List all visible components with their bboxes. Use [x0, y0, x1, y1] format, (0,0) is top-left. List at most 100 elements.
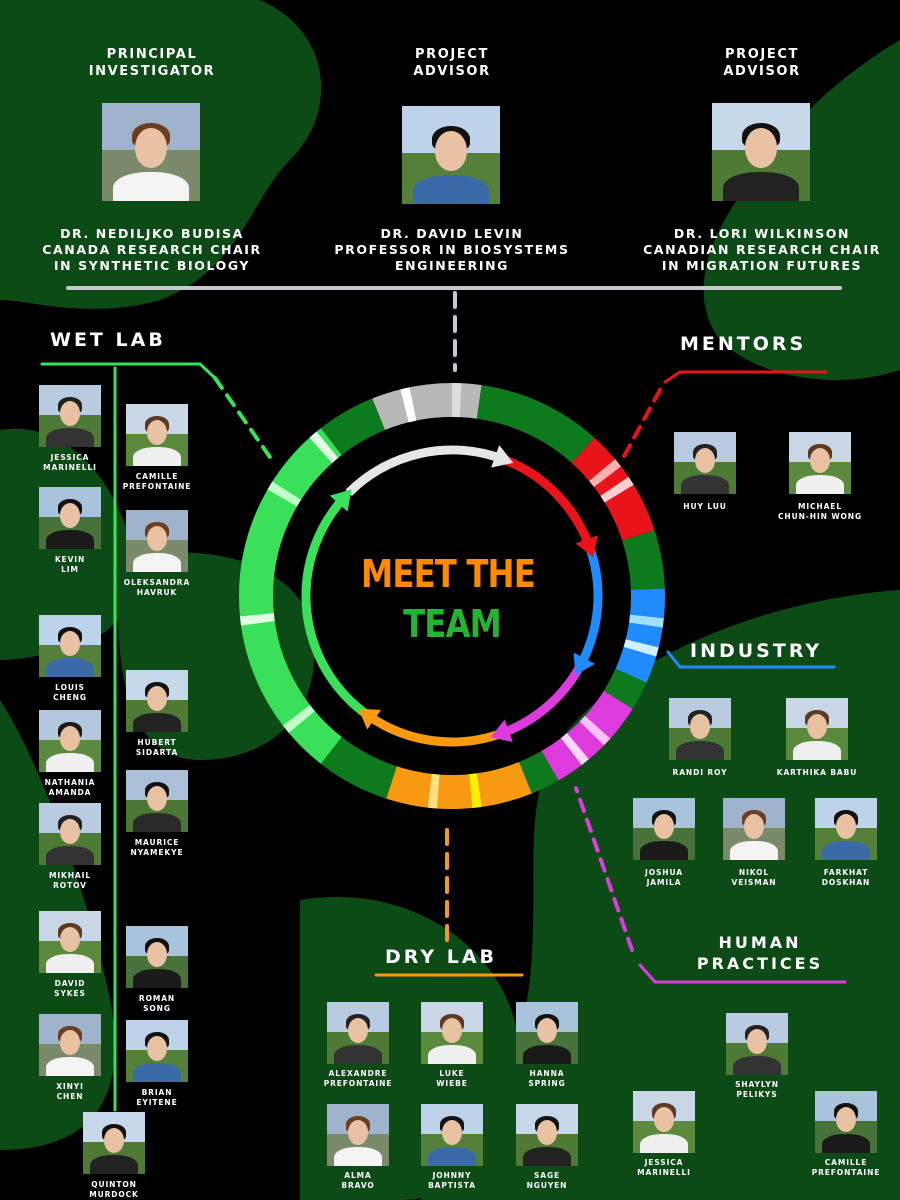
wet_lab-photo-10 — [126, 926, 188, 988]
dry_lab-name-1: LUKE WIEBE — [436, 1069, 468, 1088]
ring-stripe-4 — [629, 614, 664, 628]
ring-arrows — [301, 445, 603, 747]
human_practices-name-0: SHAYLYN PELIKYS — [735, 1080, 779, 1099]
dry_lab-photo-0 — [327, 1002, 389, 1064]
industry-photo-2 — [633, 798, 695, 860]
wet_lab-name-0: JESSICA MARINELLI — [43, 453, 97, 472]
connector-lines — [40, 286, 847, 1112]
team-ring — [239, 383, 665, 809]
ring-segment-8 — [386, 761, 532, 809]
wet_lab-name-6: NATHANIA AMANDA — [44, 778, 96, 797]
lead-photo-1 — [402, 106, 500, 204]
section-dry-lab: DRY LAB — [385, 946, 498, 968]
arrowhead-industry — [573, 652, 595, 676]
wet_lab-name-9: DAVID SYKES — [54, 979, 86, 998]
industry-name-3: NIKOL VEISMAN — [731, 868, 777, 887]
ring-segment-1 — [476, 385, 595, 464]
arrowhead-wetlab — [329, 489, 352, 512]
arrowhead-hp — [490, 719, 513, 743]
arrow-mentors — [500, 454, 594, 548]
wet_lab-name-11: XINYI CHEN — [56, 1082, 84, 1101]
wet_lab-photo-0 — [39, 385, 101, 447]
mentors-name-0: HUY LUU — [683, 502, 727, 511]
wet_lab-photo-3 — [126, 510, 188, 572]
arrow-wetlab — [301, 495, 371, 720]
wet_lab-name-2: KEVIN LIM — [54, 555, 86, 574]
dry_lab-photo-4 — [421, 1104, 483, 1166]
wet_lab-name-5: HUBERT SIDARTA — [135, 738, 179, 757]
dry_lab-photo-1 — [421, 1002, 483, 1064]
wet_lab-photo-2 — [39, 487, 101, 549]
ring-segment-7 — [518, 750, 559, 794]
lead-name-0: DR. NEDILJKO BUDISA CANADA RESEARCH CHAI… — [42, 226, 262, 273]
mentors-name-1: MICHAEL CHUN-HIN WONG — [778, 502, 862, 521]
ring-stripe-8 — [469, 773, 482, 809]
hp-bend — [638, 963, 657, 984]
ring-stripe-13 — [309, 431, 339, 464]
ring-stripe-12 — [267, 481, 302, 507]
wet_lab-photo-9 — [39, 911, 101, 973]
wet_lab-photo-11 — [39, 1014, 101, 1076]
industry-photo-0 — [669, 698, 731, 760]
dry_lab-name-0: ALEXANDRE PREFONTAINE — [323, 1069, 393, 1088]
ring-stripe-9 — [427, 773, 440, 809]
ring-stripe-3 — [600, 476, 634, 503]
industry-photo-4 — [815, 798, 877, 860]
wet_lab-photo-13 — [83, 1112, 145, 1174]
human_practices-photo-0 — [726, 1013, 788, 1075]
lead-role-2: PROJECT ADVISOR — [723, 47, 801, 79]
wet_lab-photo-8 — [39, 803, 101, 865]
section-wet-lab: WET LAB — [50, 329, 166, 351]
dry_lab-name-3: ALMA BRAVO — [341, 1171, 375, 1190]
blob-1 — [703, 40, 900, 380]
ring-stripe-7 — [560, 733, 589, 765]
ring-stripe-11 — [239, 613, 275, 626]
lead-name-1: DR. DAVID LEVIN PROFESSOR IN BIOSYSTEMS … — [334, 226, 570, 273]
ring-segment-10 — [239, 428, 342, 764]
wet_lab-name-1: CAMILLE PREFONTAINE — [122, 472, 192, 491]
wet_lab-name-10: ROMAN SONG — [138, 994, 176, 1013]
wet_lab-name-7: MAURICE NYAMEKYE — [130, 838, 184, 857]
human_practices-photo-2 — [815, 1091, 877, 1153]
ring-stripe-5 — [623, 639, 659, 657]
arrowhead-advisors — [491, 445, 514, 468]
dry_lab-photo-5 — [516, 1104, 578, 1166]
section-industry: INDUSTRY — [690, 640, 823, 662]
ring-stripe-0 — [400, 387, 417, 423]
lead-role-0: PRINCIPAL INVESTIGATOR — [88, 47, 216, 79]
section-human-practices: HUMAN PRACTICES — [696, 933, 824, 973]
arrow-drylab — [365, 711, 504, 747]
ring-stripe-10 — [283, 704, 315, 733]
human_practices-name-2: CAMILLE PREFONTAINE — [811, 1158, 881, 1177]
lead-photo-0 — [102, 103, 200, 201]
dry_lab-photo-3 — [327, 1104, 389, 1166]
wet_lab-photo-5 — [126, 670, 188, 732]
industry-name-1: KARTHIKA BABU — [776, 768, 858, 777]
arrowhead-mentors — [575, 535, 599, 558]
wet_lab-photo-6 — [39, 710, 101, 772]
mentors-bend — [663, 370, 682, 384]
ring-stripe-2 — [589, 459, 621, 488]
lead-role-1: PROJECT ADVISOR — [413, 47, 491, 79]
ring-segment-3 — [622, 530, 665, 591]
wet_lab-name-12: BRIAN EYITENE — [136, 1088, 178, 1107]
human_practices-name-1: JESSICA MARINELLI — [637, 1158, 691, 1177]
wet_lab-name-13: QUINTON MURDOCK — [89, 1180, 139, 1199]
wet_lab-photo-4 — [39, 615, 101, 677]
title-line-1: MEET THE — [361, 552, 536, 596]
ring-segment-9 — [320, 736, 398, 799]
human_practices-photo-1 — [633, 1091, 695, 1153]
wetlab-dash — [213, 376, 274, 462]
wet_lab-name-8: MIKHAIL ROTOV — [48, 871, 92, 890]
title-line-2: TEAM — [403, 602, 502, 646]
industry-bend — [666, 650, 682, 669]
hp-dash — [574, 786, 634, 952]
dry_lab-name-2: HANNA SPRING — [528, 1069, 566, 1088]
ring-segment-0 — [372, 383, 482, 431]
arrow-industry — [576, 544, 603, 667]
lead-photo-2 — [712, 103, 810, 201]
mentors-photo-0 — [674, 432, 736, 494]
arrow-advisors — [345, 445, 504, 496]
dry_lab-photo-2 — [516, 1002, 578, 1064]
